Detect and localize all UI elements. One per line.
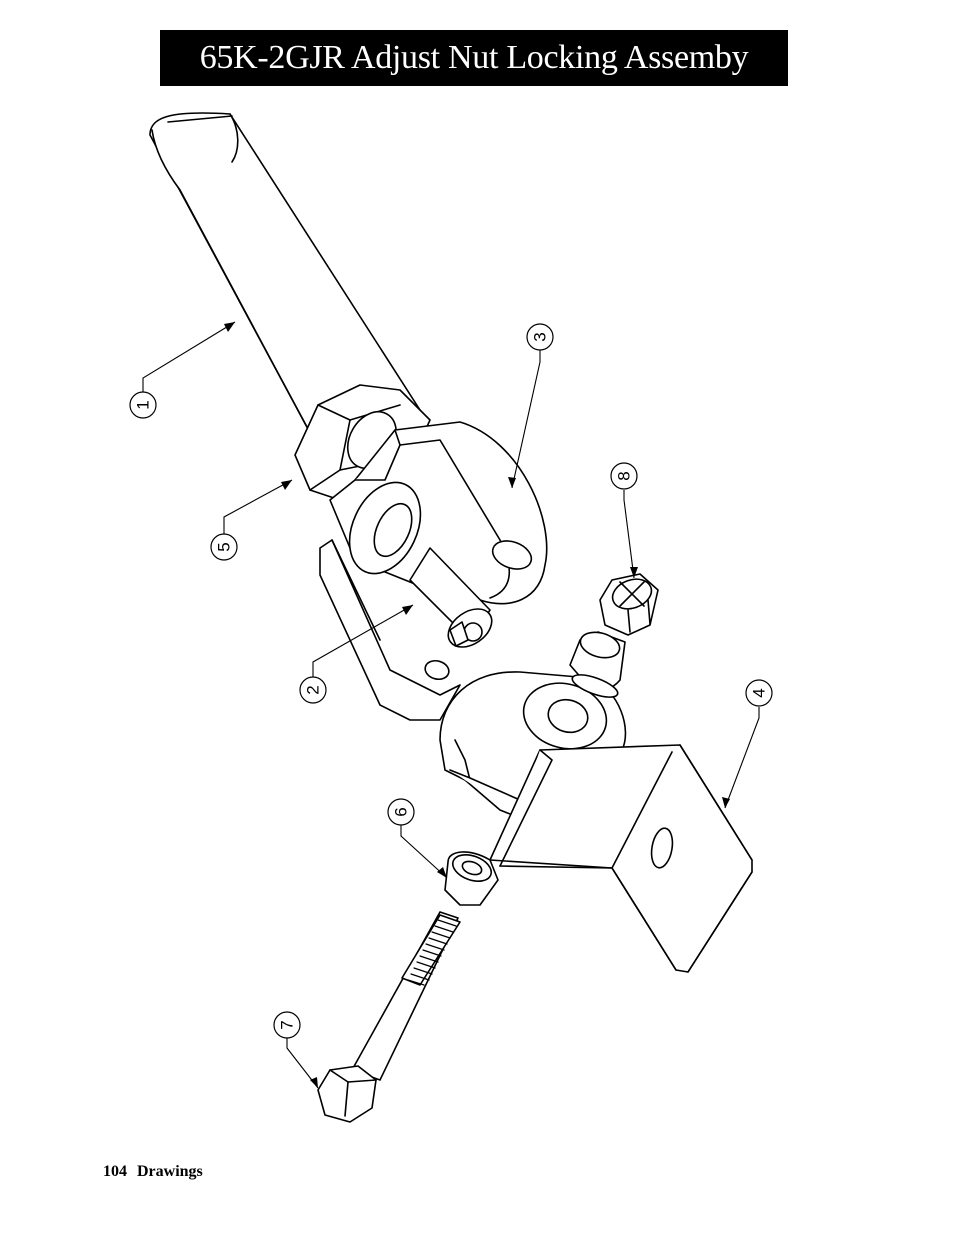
leader-line-3 xyxy=(511,350,541,489)
leader-line-6 xyxy=(400,825,448,879)
lower-clevis-part xyxy=(319,539,493,721)
angle-bracket-part xyxy=(489,744,753,973)
castle-nut-part xyxy=(599,573,659,636)
callout-2-label: 2 xyxy=(304,685,323,694)
threaded-bolt-part xyxy=(317,911,461,1123)
callout-6-label: 6 xyxy=(392,807,411,816)
callout-1-label: 1 xyxy=(134,400,153,409)
callout-4-label: 4 xyxy=(750,688,769,697)
leader-line-4 xyxy=(724,707,760,809)
callout-8-label: 8 xyxy=(615,471,634,480)
leader-line-8 xyxy=(623,490,635,579)
leader-line-7 xyxy=(286,1038,319,1089)
page-number: 104 xyxy=(103,1163,127,1180)
callout-3-label: 3 xyxy=(531,332,550,341)
bushing-part xyxy=(569,631,626,698)
callout-2: 2 xyxy=(299,676,327,704)
ratchet-lever-part xyxy=(439,671,627,821)
callout-1: 1 xyxy=(129,391,157,419)
leader-line-2 xyxy=(312,604,414,678)
upper-clevis-part xyxy=(329,421,548,605)
title-bar: 65K-2GJR Adjust Nut Locking Assemby xyxy=(160,30,788,86)
section-name: Drawings xyxy=(137,1163,203,1180)
leader-line-5 xyxy=(223,479,293,535)
page-title: 65K-2GJR Adjust Nut Locking Assemby xyxy=(199,39,749,76)
page-footer: 104 Drawings xyxy=(103,1163,203,1181)
callout-8: 8 xyxy=(610,462,638,490)
washer-part xyxy=(444,851,499,906)
callout-5: 5 xyxy=(210,533,238,561)
leader-line-1 xyxy=(142,321,236,395)
callout-6: 6 xyxy=(387,798,415,826)
callout-7: 7 xyxy=(273,1011,301,1039)
callout-7-label: 7 xyxy=(278,1020,297,1029)
callout-4: 4 xyxy=(745,679,773,707)
callout-5-label: 5 xyxy=(215,542,234,551)
callout-3: 3 xyxy=(526,323,554,351)
rod-part xyxy=(149,112,421,471)
